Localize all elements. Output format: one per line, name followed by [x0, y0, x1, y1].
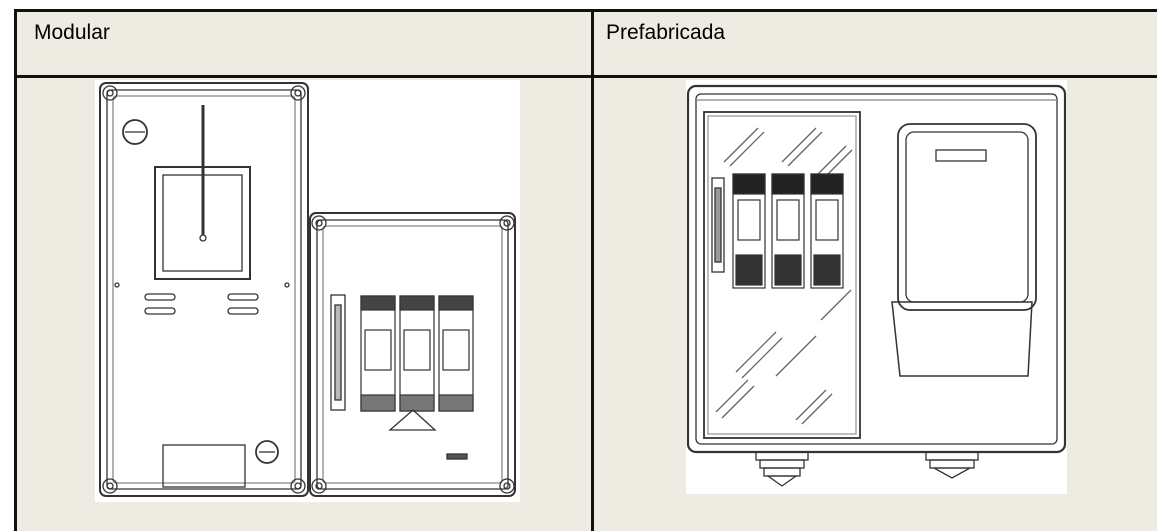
table-border-left: [14, 9, 17, 531]
header-label-prefabricada: Prefabricada: [606, 21, 726, 44]
header-cell-prefabricada: Prefabricada: [594, 12, 1157, 75]
prefabricated-electrical-panel-drawing: [686, 80, 1067, 494]
header-cell-modular: Modular: [17, 12, 591, 75]
header-label-modular: Modular: [34, 21, 110, 44]
table-divider-vertical: [591, 9, 594, 531]
modular-electrical-panel-drawing: [95, 80, 520, 502]
table-divider-horizontal: [14, 75, 1157, 78]
table-border-top: [14, 9, 1157, 12]
